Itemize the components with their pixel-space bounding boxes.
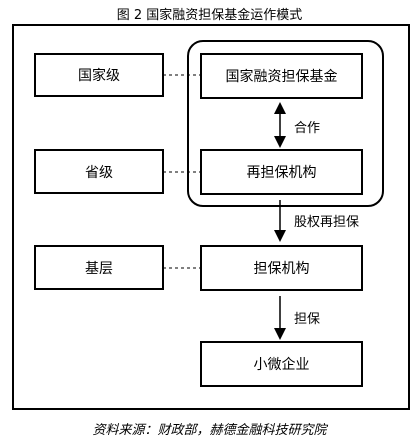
level-provincial: 省级 [34,149,164,194]
figure-title: 图 2 国家融资担保基金运作模式 [116,8,303,23]
fund-group-outline [187,40,384,207]
level-national: 国家级 [34,53,164,97]
diagram-frame [12,24,410,410]
label-cooperation: 合作 [294,121,321,136]
node-fund: 国家融资担保基金 [200,53,363,99]
node-guarantee: 担保机构 [200,245,363,291]
label-guarantee: 担保 [294,312,321,327]
node-smallbiz: 小微企业 [200,341,363,387]
level-grassroots: 基层 [34,245,164,290]
node-reguarantee: 再担保机构 [200,149,363,195]
source-note: 资料来源：财政部，赫德金融科技研究院 [92,423,327,438]
label-equity-reguarantee: 股权再担保 [294,215,360,230]
